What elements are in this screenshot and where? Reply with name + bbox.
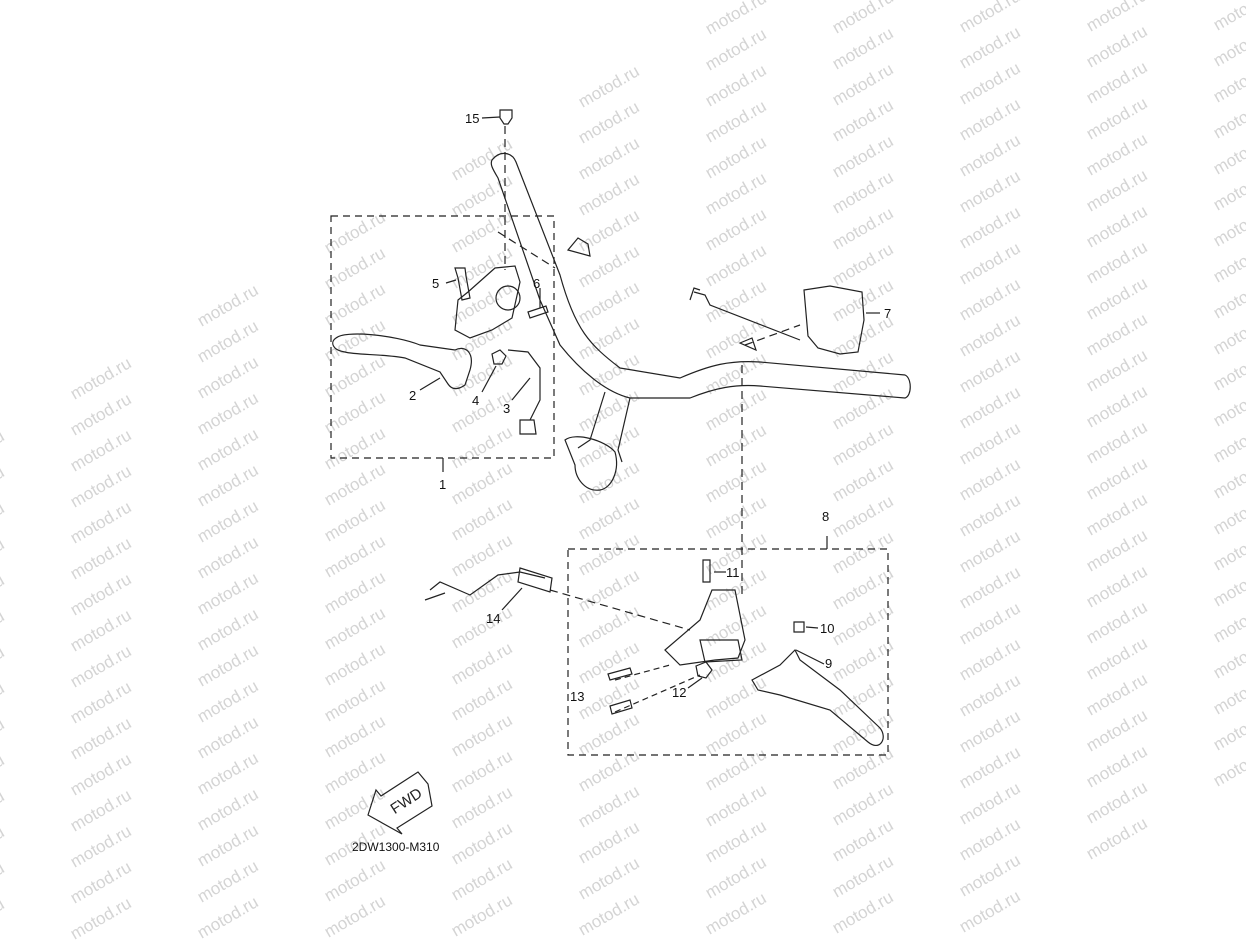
handlebar-tab — [568, 238, 590, 256]
brake-lever — [752, 650, 883, 745]
brake-master-body — [665, 590, 745, 665]
callout-15: 15 — [465, 112, 479, 125]
callout-8: 8 — [822, 510, 829, 523]
bolt-15 — [500, 110, 512, 124]
handlebar-switch-right — [804, 286, 864, 354]
callout-5: 5 — [432, 277, 439, 290]
callout-1: 1 — [439, 478, 446, 491]
callout-9: 9 — [825, 657, 832, 670]
pivot-10 — [794, 622, 804, 632]
callout-4: 4 — [472, 394, 479, 407]
dash-13b — [615, 675, 700, 712]
callout-7: 7 — [884, 307, 891, 320]
callout-13: 13 — [570, 690, 584, 703]
brake-switch — [518, 568, 552, 592]
clutch-lever — [333, 334, 472, 389]
bolt-11 — [703, 560, 710, 582]
callout-3: 3 — [503, 402, 510, 415]
callout-2: 2 — [409, 389, 416, 402]
callout-12: 12 — [672, 686, 686, 699]
clutch-switch — [508, 350, 540, 434]
handlebar-clamp — [565, 437, 617, 490]
bolt-5 — [455, 268, 470, 300]
callout-10: 10 — [820, 622, 834, 635]
switch-wire — [690, 288, 800, 340]
brake-switch-wire — [425, 572, 545, 600]
dash-14 — [550, 590, 690, 630]
diagram-code: 2DW1300-M310 — [352, 840, 439, 854]
lever-holder-left — [455, 266, 520, 338]
fwd-label: FWD — [388, 785, 426, 818]
nut-12 — [696, 662, 712, 678]
screw-13b — [610, 700, 632, 714]
handlebar-riser — [578, 392, 630, 462]
callout-14: 14 — [486, 612, 500, 625]
nut-4 — [492, 350, 506, 364]
callout-6: 6 — [533, 277, 540, 290]
callout-11: 11 — [726, 566, 740, 579]
dash-13a — [615, 665, 670, 680]
